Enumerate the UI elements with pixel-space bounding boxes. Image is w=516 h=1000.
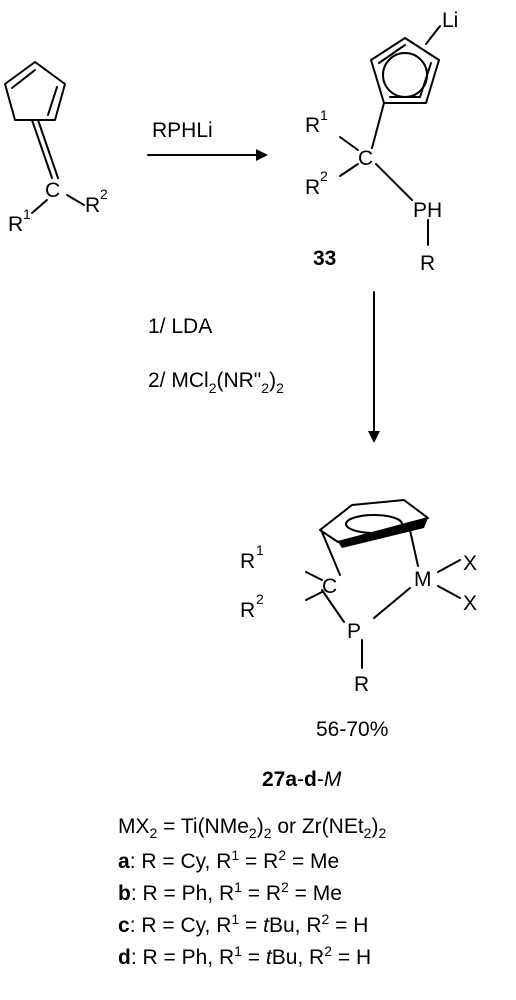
product-r2-superscript: 2	[256, 591, 264, 607]
intermediate-r2: R	[305, 176, 320, 199]
reagent-rphli: RPHLi	[152, 119, 213, 142]
fulvene-r2-superscript: 2	[100, 186, 108, 202]
reaction-arrow-1: RPHLi	[147, 119, 268, 161]
reagent-metal-chloride: 2/ MCl2(NR"2)2	[148, 369, 284, 396]
phosphine-r-label: R	[420, 252, 435, 275]
fulvene-r1-superscript: 1	[23, 206, 31, 222]
fulvene-structure: C R 1 R 2	[4, 61, 108, 236]
fulvene-carbon: C	[45, 179, 60, 202]
intermediate-r2-superscript: 2	[320, 168, 328, 184]
product-r2: R	[240, 599, 255, 622]
reaction-arrow-2: 1/ LDA 2/ MCl2(NR"2)2	[148, 291, 380, 443]
lithium-label: Li	[442, 9, 458, 32]
phosphine-ph-label: PH	[413, 199, 442, 222]
legend-item-b: b: R = Ph, R1 = R2 = Me	[118, 879, 342, 905]
product-ligand-x-1: X	[463, 552, 477, 575]
intermediate-r1: R	[305, 114, 320, 137]
fulvene-r1: R	[8, 213, 23, 236]
intermediate-r1-superscript: 1	[320, 107, 328, 123]
fulvene-r2: R	[85, 194, 100, 217]
product-ligand-x-2: X	[463, 592, 477, 615]
product-r1-superscript: 1	[256, 542, 264, 558]
legend-item-d: d: R = Ph, R1 = tBu, R2 = H	[118, 943, 372, 969]
product-carbon: C	[322, 575, 337, 598]
product-r-label: R	[354, 673, 369, 696]
intermediate-carbon: C	[358, 147, 373, 170]
product-phosphorus: P	[347, 620, 361, 643]
reagent-lda: 1/ LDA	[148, 315, 212, 338]
product-r1: R	[240, 550, 255, 573]
intermediate-33-structure: Li C R 1 R 2 PH R 33	[305, 9, 458, 275]
compound-33-label: 33	[313, 247, 336, 270]
legend-item-c: c: R = Cy, R1 = tBu, R2 = H	[118, 911, 369, 937]
product-27-structure: C R 1 R 2 P M X X R 56-70% 27a-d-M	[240, 499, 477, 791]
legend-mx2-definition: MX2 = Ti(NMe2)2 or Zr(NEt2)2	[118, 815, 387, 842]
product-metal: M	[414, 568, 432, 591]
legend-item-a: a: R = Cy, R1 = R2 = Me	[118, 847, 340, 873]
compound-27-label: 27a-d-M	[262, 768, 342, 791]
yield-label: 56-70%	[316, 718, 388, 741]
